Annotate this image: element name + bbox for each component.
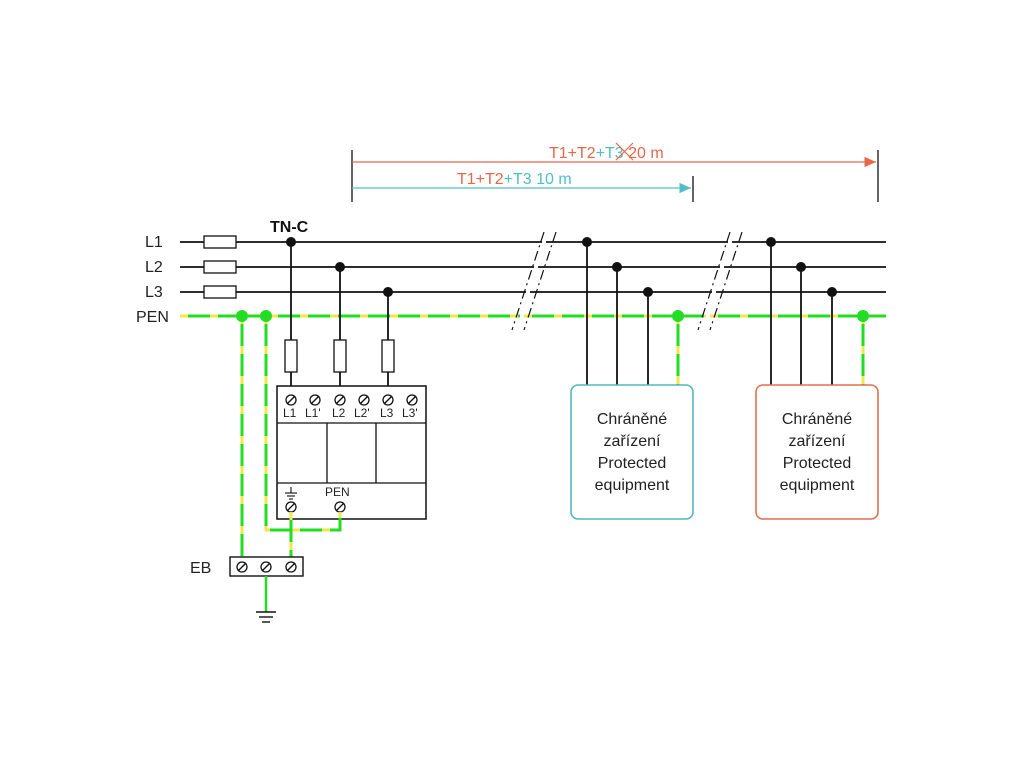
system-label: TN-C [270,219,309,236]
terminal-screw-icon [285,394,297,406]
terminal-label-l1p: L1' [305,406,321,420]
terminal-screw-icon [406,394,418,406]
spd-fuse-l2-icon [333,339,347,373]
spd-top-terminals [285,394,418,406]
terminal-screw-icon [334,394,346,406]
equipment-2-line-2: zařízení [789,433,846,450]
earth-bar [229,556,304,577]
equipment-2-line-3: Protected [783,455,851,472]
terminal-label-l1: L1 [283,406,297,420]
junction-dot [286,237,296,247]
junction-dot-pen [672,310,684,322]
equipment-1-line-2: zařízení [604,433,661,450]
break-marks [511,231,743,331]
junction-dots [236,237,869,322]
measure-long-label: T1+T2+T3 20 m [549,145,664,162]
terminal-screw-icon [285,561,297,573]
protected-equipment-1: Chráněné zařízení Protected equipment [570,242,694,520]
fuse-l2-icon [203,260,237,274]
spd-earth-icon [285,487,297,500]
junction-dot [827,287,837,297]
junction-dot [582,237,592,247]
ground-icon [256,576,276,623]
junction-dot-pen [236,310,248,322]
fuse-l1-icon [203,235,237,249]
spd-fuse-l1-icon [284,339,298,373]
terminal-screw-icon [334,501,346,513]
junction-dot-pen [857,310,869,322]
terminal-screw-icon [358,394,370,406]
junction-dot [383,287,393,297]
spd-branch [284,242,395,398]
junction-dot [766,237,776,247]
terminal-label-l3: L3 [380,406,394,420]
junction-dot [796,262,806,272]
junction-dot [612,262,622,272]
spd-fuse-l3-icon [381,339,395,373]
equipment-1-line-4: equipment [595,477,670,494]
earthing-conductors [240,316,342,562]
terminal-screw-icon [236,561,248,573]
earth-bar-label: EB [190,560,211,577]
measure-long-t3-crossed: T3 [605,145,624,162]
line-label-l2: L2 [145,259,163,276]
terminal-screw-icon [309,394,321,406]
fuse-l3-icon [203,285,237,299]
measure-short-label: T1+T2+T3 10 m [457,171,572,188]
terminal-screw-icon [382,394,394,406]
distance-measurements: T1+T2+T3 20 m T1+T2+T3 10 m [351,142,879,202]
terminal-label-pen: PEN [325,485,350,499]
line-label-l3: L3 [145,284,163,301]
equipment-2-line-1: Chráněné [782,411,852,428]
equipment-1-line-1: Chráněné [597,411,667,428]
junction-dot [643,287,653,297]
terminal-screw-icon [285,501,297,513]
terminal-label-l3p: L3' [402,406,418,420]
spd-module: L1 L1' L2 L2' L3 L3' PEN [276,385,427,520]
terminal-label-l2: L2 [332,406,346,420]
protected-equipment-2: Chráněné zařízení Protected equipment [755,242,879,520]
terminal-label-l2p: L2' [354,406,370,420]
equipment-2-line-4: equipment [780,477,855,494]
equipment-1-line-3: Protected [598,455,666,472]
junction-dot-pen [260,310,272,322]
phase-conductors [180,241,886,293]
line-label-pen: PEN [136,309,169,326]
junction-dot [335,262,345,272]
line-label-l1: L1 [145,234,163,251]
terminal-screw-icon [260,561,272,573]
